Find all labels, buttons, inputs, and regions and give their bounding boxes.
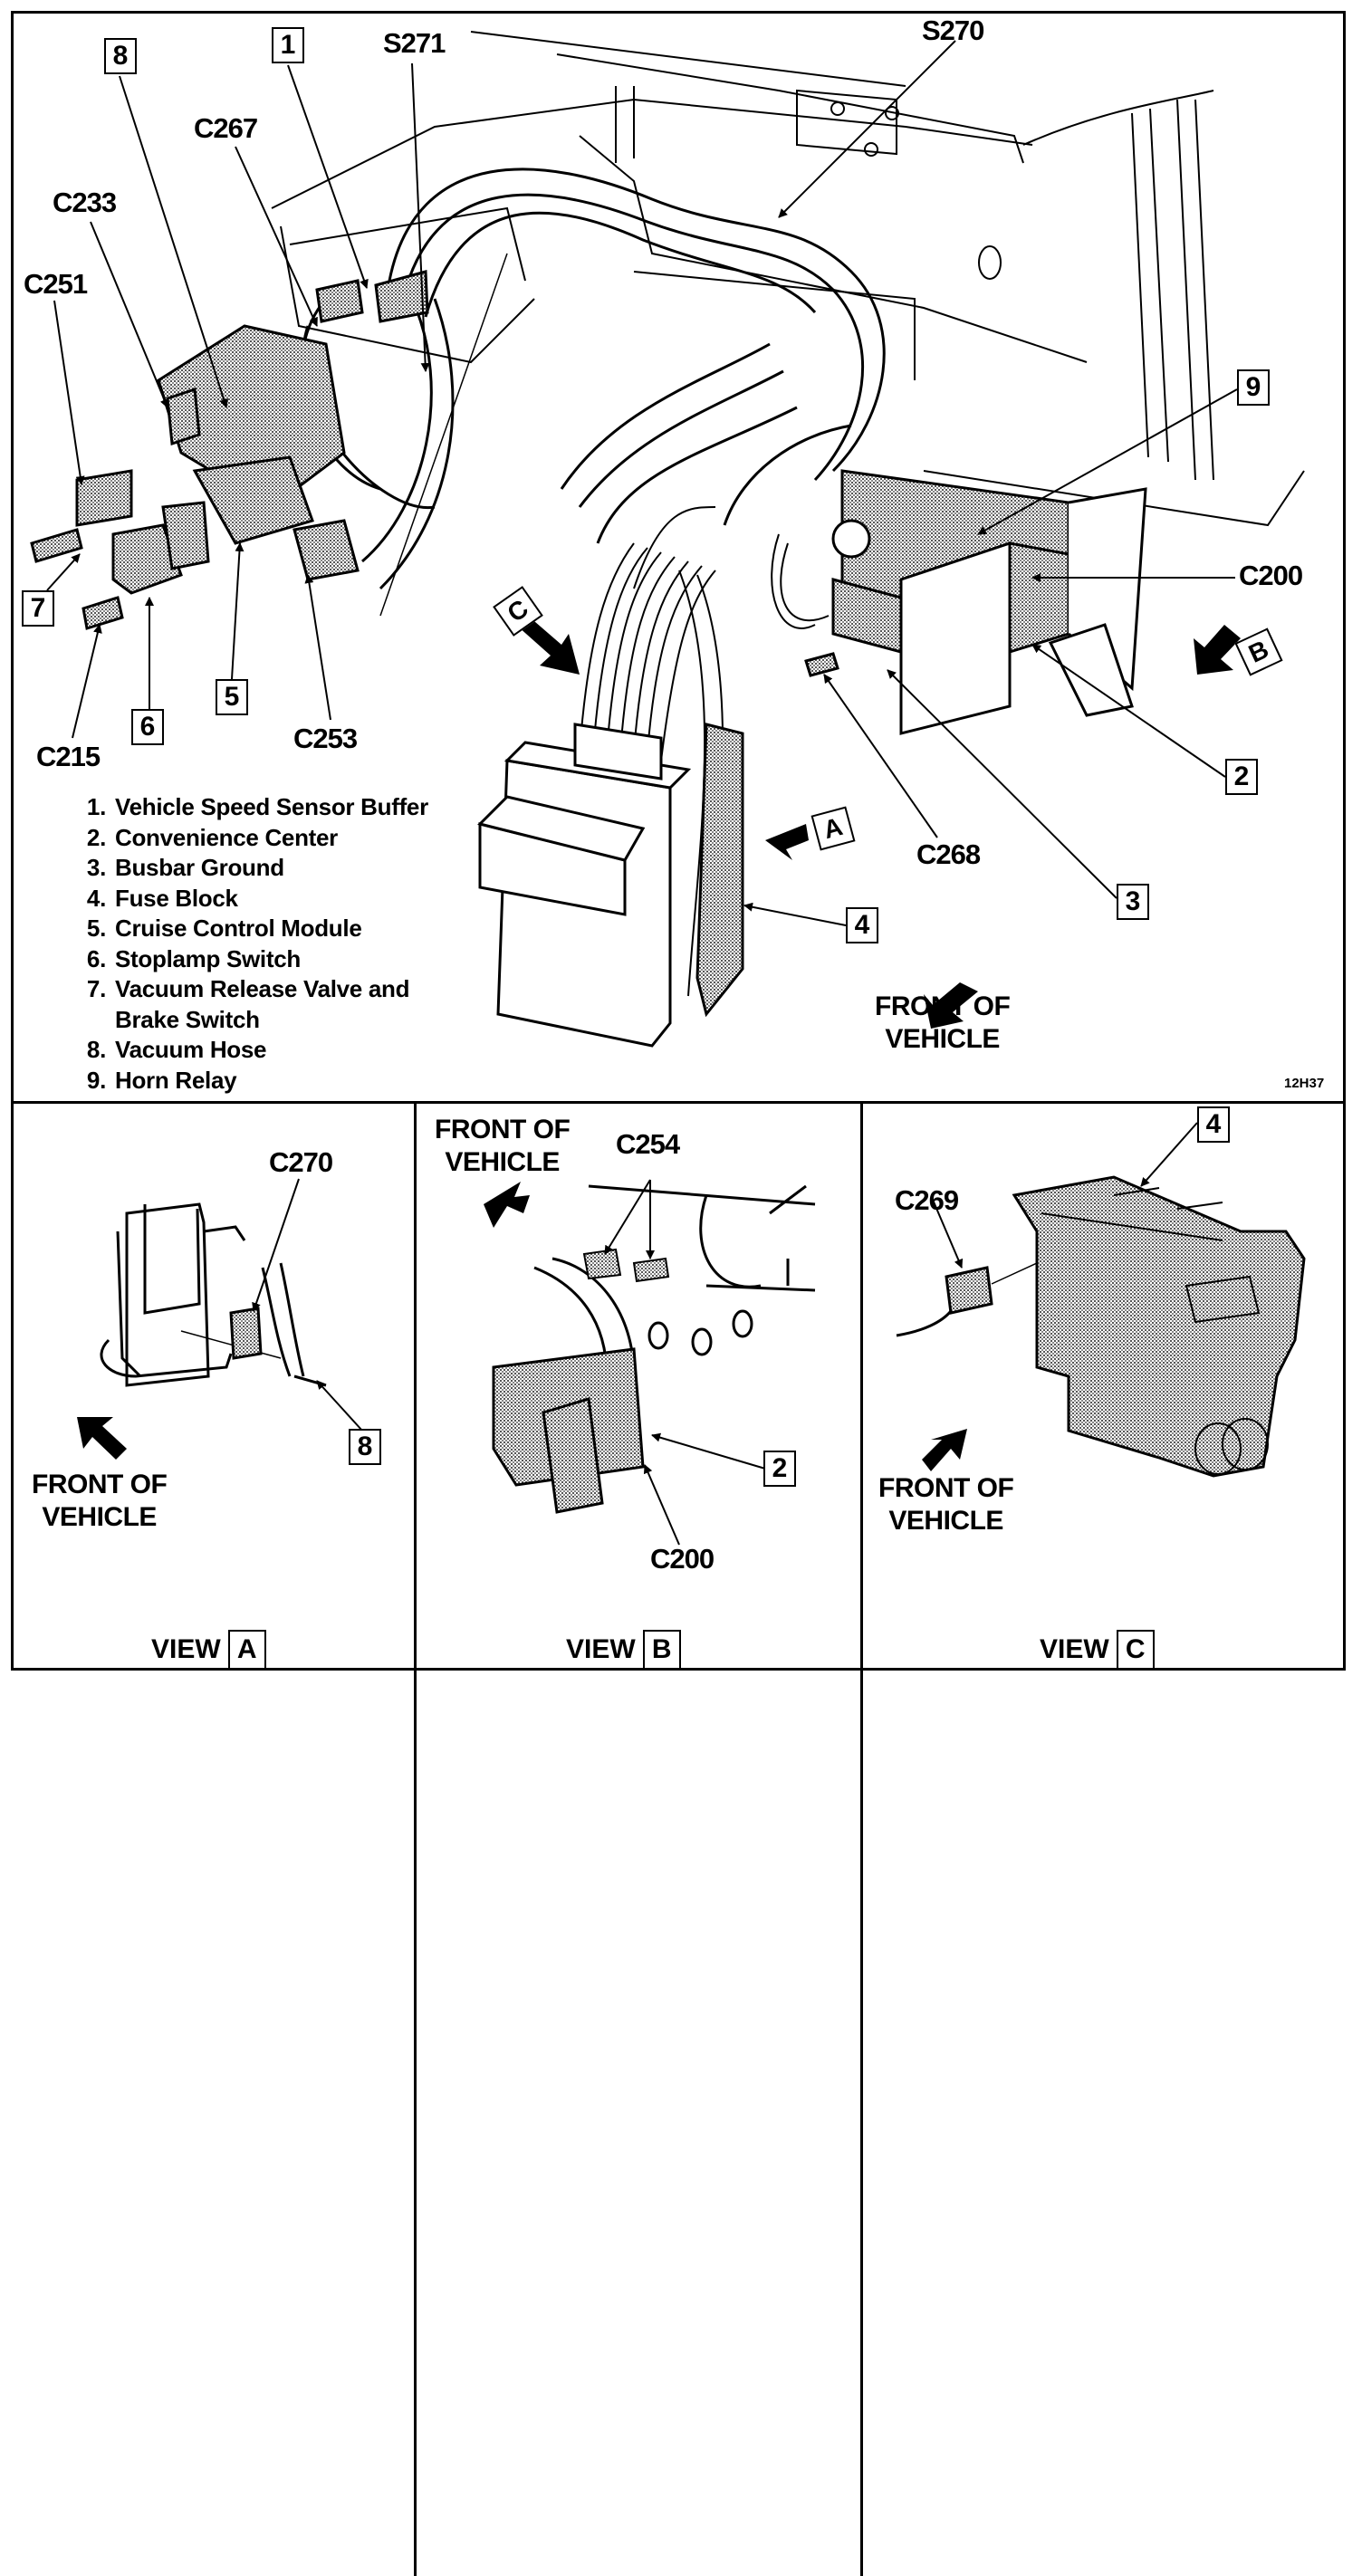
view-b-artwork [533, 1184, 816, 1377]
dashboard-structure [271, 53, 1305, 617]
callout-c253: C253 [293, 723, 358, 754]
legend-item: 9.Horn Relay [86, 1066, 237, 1094]
callout-box-6: 6 [131, 709, 164, 745]
callout-c268: C268 [916, 838, 981, 870]
left-components-main [30, 270, 429, 630]
legend-item: 4.Fuse Block [86, 884, 238, 912]
view-a-artwork [100, 1202, 327, 1387]
view-b-front-of-vehicle: FRONT OF VEHICLE [435, 1115, 571, 1177]
callout-c233: C233 [53, 187, 117, 218]
view-b-title: VIEW B [566, 1630, 681, 1670]
view-b-callout-box-2: 2 [763, 1451, 796, 1487]
wiring-diagram-artwork [30, 31, 1306, 1546]
wire-harness [300, 168, 886, 629]
convenience-center-main [804, 469, 1147, 735]
legend-item: 2.Convenience Center [86, 823, 339, 851]
view-a-front-arrow [77, 1417, 127, 1460]
legend-item: 7.Vacuum Release Valve and [86, 975, 410, 1002]
front-of-vehicle-main: FRONT OF VEHICLE [875, 991, 1011, 1054]
view-b-letter-box: B [642, 1630, 681, 1670]
view-a-leaders [252, 1178, 363, 1432]
legend-item: 1.Vehicle Speed Sensor Buffer [86, 793, 428, 820]
view-b-leaders [604, 1179, 766, 1546]
view-c-callout-c269: C269 [895, 1184, 959, 1216]
c270-connector [229, 1307, 263, 1360]
legend-item: 8.Vacuum Hose [86, 1036, 267, 1063]
view-c-letter-box: C [1116, 1630, 1155, 1670]
s271-leader [470, 31, 906, 87]
view-direction-arrows [518, 616, 1241, 1029]
callout-s271: S271 [383, 27, 446, 59]
c254-connector-left [582, 1248, 622, 1280]
legend-item-continuation: Brake Switch [115, 1005, 260, 1033]
fuse-block-view-c-details [1041, 1187, 1269, 1475]
relay-view-b [542, 1397, 604, 1514]
c269-to-fuse-block-line [991, 1262, 1038, 1285]
callout-box-3: 3 [1117, 884, 1149, 920]
legend-item: 3.Busbar Ground [86, 854, 284, 881]
callout-c267: C267 [194, 112, 258, 144]
callout-box-4: 4 [846, 907, 878, 943]
callout-box-8: 8 [104, 38, 137, 74]
view-a-callout-c270: C270 [269, 1146, 333, 1178]
c269-wire [896, 1310, 953, 1337]
callout-s270: S270 [922, 14, 984, 46]
callout-c215: C215 [36, 741, 101, 772]
view-a-title: VIEW A [151, 1630, 266, 1670]
callout-box-1: 1 [272, 27, 304, 63]
view-b-callout-c200: C200 [650, 1543, 715, 1575]
view-c-front-arrow [922, 1429, 967, 1471]
callout-box-9: 9 [1237, 369, 1270, 406]
c254-connector-right [632, 1257, 670, 1283]
view-a-front-of-vehicle: FRONT OF VEHICLE [32, 1470, 168, 1532]
view-c-callout-box-4: 4 [1197, 1106, 1230, 1143]
leader-lines-main [46, 40, 1238, 926]
callout-box-7: 7 [22, 590, 54, 627]
view-a-callout-box-8: 8 [349, 1429, 381, 1465]
callout-c200: C200 [1239, 560, 1303, 591]
panel-divider-horizontal [11, 1101, 1346, 1104]
fuse-block-main [477, 723, 744, 1048]
component-legend: 1.Vehicle Speed Sensor Buffer 2.Convenie… [70, 792, 428, 1096]
figure-id: 12H37 [1284, 1076, 1325, 1091]
view-a-letter-box: A [227, 1630, 266, 1670]
view-c-front-of-vehicle: FRONT OF VEHICLE [878, 1473, 1014, 1536]
view-b-callout-c254: C254 [616, 1128, 680, 1160]
legend-item: 5.Cruise Control Module [86, 915, 362, 942]
view-c-leaders [932, 1122, 1198, 1269]
legend-item: 6.Stoplamp Switch [86, 944, 301, 972]
callout-box-5: 5 [216, 679, 248, 715]
callout-c251: C251 [24, 268, 88, 300]
callout-box-2: 2 [1225, 759, 1258, 795]
fuse-block-view-c [1012, 1175, 1306, 1478]
view-b-front-arrow [484, 1182, 530, 1228]
view-c-title: VIEW C [1040, 1630, 1155, 1670]
c269-connector [945, 1266, 993, 1315]
